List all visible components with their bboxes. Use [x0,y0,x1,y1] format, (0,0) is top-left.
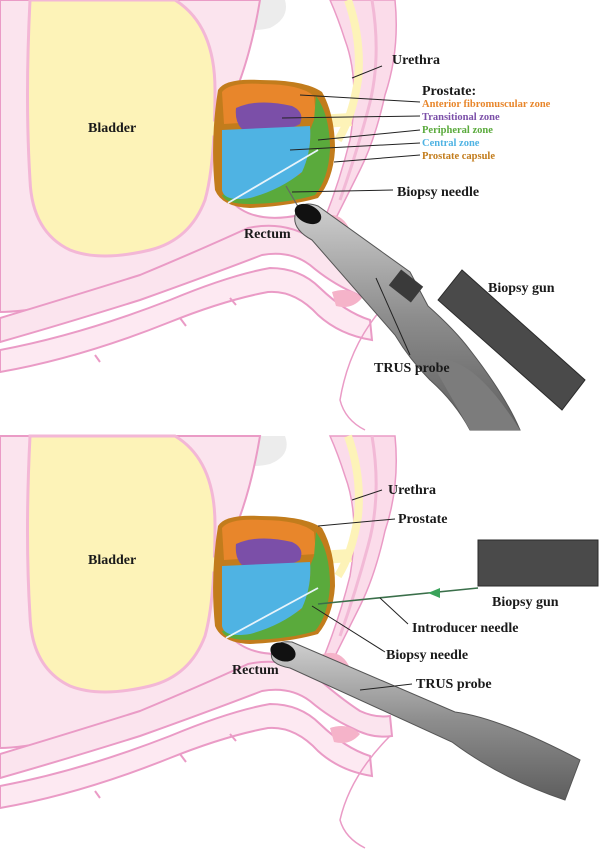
introducer-needle [317,587,479,605]
sphincter-bottom [332,290,362,307]
zone-transitional [235,538,302,570]
urethra-tissue [323,0,397,221]
zone-label-central: Central zone [422,138,480,149]
trus-probe-label: TRUS probe [416,677,492,692]
bladder-label: Bladder [88,121,136,136]
zone-peripheral [222,96,330,204]
zone-peripheral [222,532,330,640]
biopsy-needle-track [225,587,319,639]
leader-urethra [351,489,383,501]
bladder-label: Bladder [88,553,136,568]
rectum-serration [94,733,237,799]
rectum-lower-wall [0,266,374,374]
prostate-label: Prostate [398,512,448,527]
bladder [26,434,217,694]
leader-biopsy-needle [311,605,386,653]
rectum-wall [0,660,394,780]
leader-introducer-needle [379,597,409,625]
trus-probe [270,641,581,801]
biopsy-gun-label: Biopsy gun [492,595,559,610]
corpus-tissue [338,435,378,637]
zone-central [222,126,311,199]
biopsy-needle-label: Biopsy needle [386,648,468,663]
rectum-lower-wall [0,702,374,810]
biopsy-needle-track [227,149,319,204]
leader-trus-probe [359,683,413,691]
zone-transitional [235,102,302,134]
corpus-tissue [338,0,378,201]
leader-transitional [281,115,421,119]
zone-label-peripheral: Peripheral zone [422,125,493,136]
rectum-serration [94,297,237,363]
leader-prostate [317,518,396,527]
trus-probe-label: TRUS probe [374,361,450,376]
biopsy-needle-label: Biopsy needle [397,185,479,200]
rectum-label: Rectum [232,663,279,678]
biopsy-gun-label: Biopsy gun [488,281,555,296]
sphincter-bottom [330,726,360,743]
urethra-tissue [323,435,397,657]
biopsy-gun-body [477,539,599,587]
urethra-label: Urethra [388,483,436,498]
zone-label-anterior: Anterior fibromuscular zone [422,99,551,110]
biopsy-gun-body [437,269,586,411]
leader-biopsy-needle [291,189,394,193]
trus-probe-tip [294,203,322,225]
bottom-panel: Bladder Urethra Prostate Biopsy gun [0,434,599,849]
leader-capsule [333,154,421,163]
leader-central [289,142,421,151]
zone-central [222,562,311,635]
zone-label-transitional: Transitional zone [422,112,500,123]
leader-anterior [299,94,421,103]
probe-handle [430,358,520,430]
top-panel: Bladder [0,0,586,431]
leader-urethra [351,65,383,79]
bladder [26,0,217,258]
perineum-line [339,735,391,849]
rectum-label: Rectum [244,227,291,242]
zone-label-capsule: Prostate capsule [422,151,495,162]
introducer-needle-hub [428,588,440,598]
leader-trus-probe [375,277,411,356]
biopsy-gun-clamp [388,269,424,303]
perineum-line [339,299,391,431]
leader-peripheral [317,129,421,141]
urethra-label: Urethra [392,53,440,68]
trus-probe-tip [270,642,296,662]
introducer-needle-label: Introducer needle [412,621,518,636]
prostate-heading: Prostate: [422,84,476,99]
